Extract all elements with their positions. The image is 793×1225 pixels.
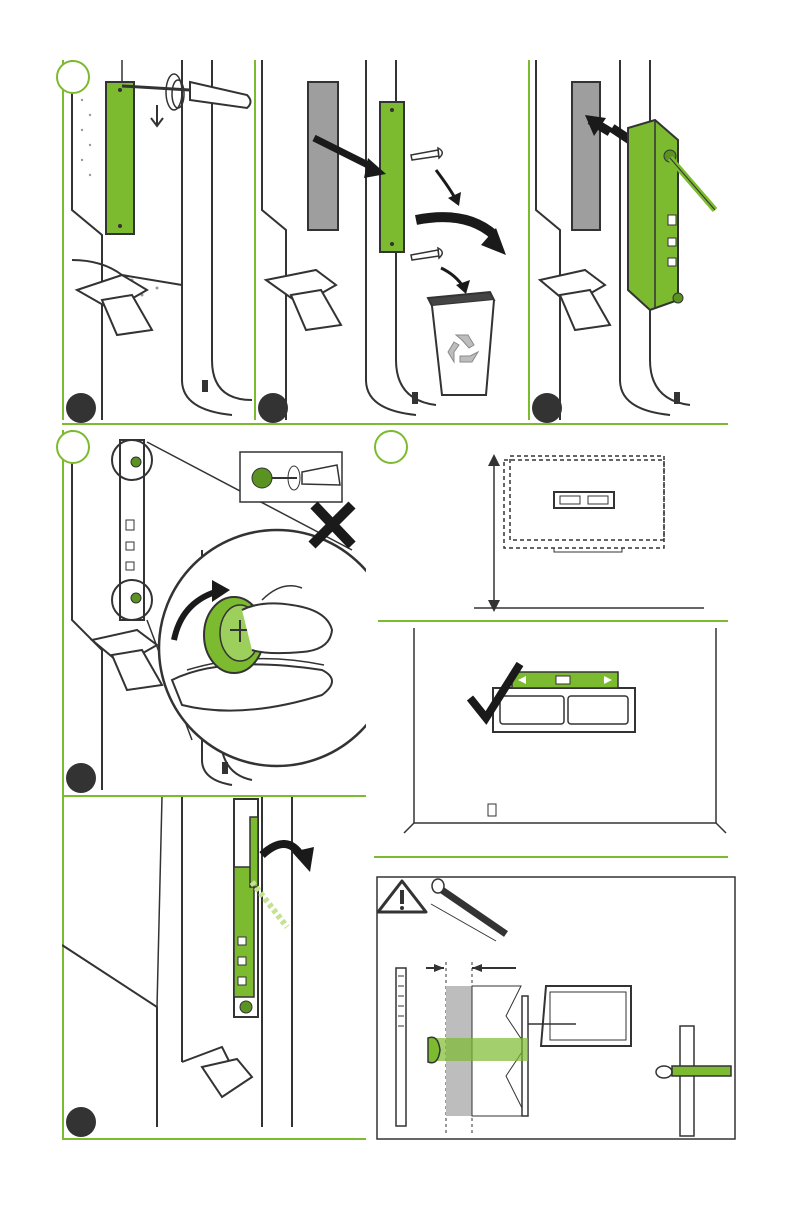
- frame-line-right-2: [374, 856, 728, 858]
- step-4-illustration: [62, 430, 366, 794]
- step-4-badge: [56, 430, 90, 464]
- step-6-illustration: [374, 430, 728, 620]
- step-6-badge: [374, 430, 408, 464]
- step-3-number-badge: [532, 393, 562, 423]
- step-5-number-badge: [66, 1107, 96, 1137]
- step-1-badge: [56, 60, 90, 94]
- frame-line-row1-bottom: [62, 423, 728, 425]
- frame-line-right-1: [378, 620, 728, 622]
- step-8-panel: [376, 876, 736, 1140]
- step-1-illustration: [62, 60, 254, 422]
- step-7-illustration: [400, 628, 728, 838]
- step-2-panel: [256, 60, 528, 422]
- step-2-number-badge: [258, 393, 288, 423]
- step-5-illustration: [62, 797, 366, 1137]
- step-8-illustration: [376, 876, 736, 1140]
- step-1-number-badge: [66, 393, 96, 423]
- step-7-panel: [400, 628, 728, 838]
- step-4-number-badge: [66, 763, 96, 793]
- step-5-panel: [62, 797, 366, 1137]
- step-4-panel: [62, 430, 366, 794]
- step-1-panel: [62, 60, 254, 422]
- step-6-panel: [374, 430, 728, 620]
- step-2-illustration: [256, 60, 528, 422]
- frame-line-left-bottom: [64, 1138, 366, 1140]
- step-3-panel: [530, 60, 730, 422]
- step-3-illustration: [530, 60, 730, 422]
